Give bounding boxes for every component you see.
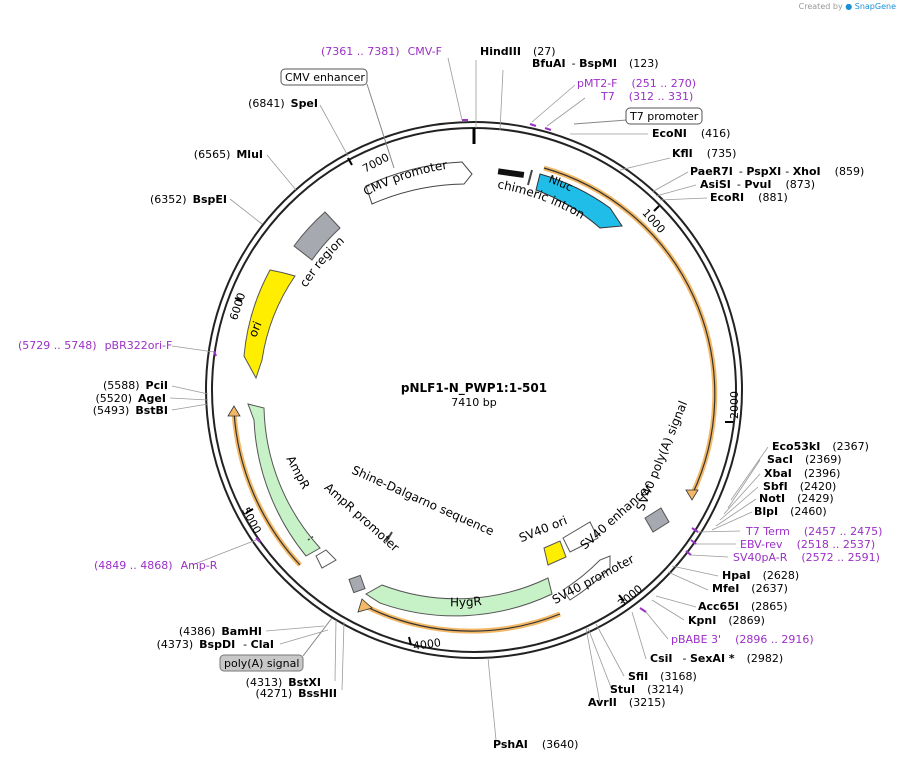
plasmid-name: pNLF1-N_PWP1:1-501 [401, 381, 547, 396]
cmv-enhancer-label: CMV enhancer [285, 71, 365, 84]
primer-pmt2-f: pMT2-F(251 .. 270) [577, 77, 696, 90]
cmv-promoter-arrow [365, 161, 473, 205]
site-stui: StuI(3214) [610, 683, 684, 696]
primer-sv40pa-r: SV40pA-R(2572 .. 2591) [733, 551, 880, 564]
credit-brand: SnapGene [854, 2, 896, 11]
hygr-arrow [365, 577, 553, 617]
t7-promoter-label: T7 promoter [629, 110, 699, 123]
orf-arcs [227, 165, 718, 634]
site-bspdi: (4373)BspDI- ClaI [157, 638, 274, 651]
primer-amp-r: (4849 .. 4868)Amp-R [94, 559, 218, 572]
chimeric-intron-mark [497, 168, 525, 178]
primer-pbabe-3: pBABE 3'(2896 .. 2916) [671, 633, 814, 646]
site-mfei: MfeI(2637) [712, 582, 788, 595]
feature-label-sv40-ori: SV40 ori [517, 513, 569, 545]
site-sfii: SfiI(3168) [628, 670, 697, 683]
site-pcii: (5588)PciI [103, 379, 168, 392]
boxed-labels: CMV enhancer T7 promoter poly(A) signal [219, 68, 703, 672]
primer-ebv-rev: EBV-rev(2518 .. 2537) [740, 538, 875, 551]
backbone [205, 121, 743, 659]
shine-dalgarno-mark [385, 531, 393, 543]
site-xbai: XbaI(2396) [764, 467, 840, 480]
site-pshai: PshAI(3640) [493, 738, 578, 751]
tick-1000: 1000 [639, 206, 667, 236]
site-sbfi: SbfI(2420) [763, 480, 836, 493]
feature-label-hygr: HygR [450, 594, 482, 609]
feature-label-ampr: AmpR [283, 453, 312, 491]
site-bsshii: (4271)BssHII [256, 687, 337, 700]
feature-label-sv40-enhancer: SV40 enhancer [577, 481, 654, 553]
site-bstbi: (5493)BstBI [93, 404, 168, 417]
feature-shapes [243, 161, 670, 617]
site-blpi: BlpI(2460) [754, 505, 827, 518]
site-kfli: KflI(735) [672, 147, 736, 160]
site-saci: SacI(2369) [767, 453, 842, 466]
primer-t7: T7(312 .. 331) [600, 90, 693, 103]
site-paer7i: PaeR7I- PspXI- XhoI(859) [690, 165, 864, 178]
site-asisi: AsiSI- PvuI(873) [700, 178, 815, 191]
feature-label-ori: ori [246, 319, 265, 339]
ampr-arrow [247, 403, 321, 557]
site-spei: (6841)SpeI [248, 97, 318, 110]
site-kpni: KpnI(2869) [688, 614, 765, 627]
sv40-ori-box [543, 540, 567, 566]
site-bfuai: BfuAI- BspMI(123) [532, 57, 659, 70]
ori-arrow [243, 269, 296, 380]
primer-pbr322ori-f: (5729 .. 5748)pBR322ori-F [18, 339, 172, 352]
ampr-promoter-arrow [315, 549, 337, 569]
nluc-arrow [535, 173, 623, 229]
tick-3000: 3000 [615, 582, 645, 610]
restriction-site-labels: HindIII(27) BfuAI- BspMI(123) EcoNI(416)… [93, 45, 869, 751]
site-noti: NotI(2429) [759, 492, 834, 505]
site-csii: CsiI- SexAI *(2982) [650, 652, 783, 665]
tick-7000: 7000 [360, 151, 391, 176]
primer-cmv-f: (7361 .. 7381)CMV-F [321, 45, 442, 58]
site-bspei: (6352)BspEI [150, 193, 227, 206]
sv40-promoter-arrow [562, 555, 611, 601]
site-hindiii: HindIII(27) [480, 45, 556, 58]
site-ecori: EcoRI(881) [710, 191, 788, 204]
sv40-polya-box [644, 507, 670, 533]
site-acc65i: Acc65I(2865) [698, 600, 788, 613]
site-agei: (5520)AgeI [95, 392, 166, 405]
primer-labels: (7361 .. 7381)CMV-F pMT2-F(251 .. 270) T… [18, 45, 882, 646]
credit-prefix: Created by [798, 2, 843, 11]
site-avrii: AvrII(3215) [588, 696, 665, 709]
site-econi: EcoNI(416) [652, 127, 730, 140]
site-mlui: (6565)MluI [194, 148, 263, 161]
tick-2000: 2000 [728, 391, 741, 419]
site-eco53ki: Eco53kI(2367) [772, 440, 869, 453]
snapgene-credit: Created by ● SnapGene [799, 2, 896, 11]
plasmid-size: 7410 bp [451, 396, 496, 409]
site-bamhi: (4386)BamHI [179, 625, 262, 638]
site-hpai: HpaI(2628) [722, 569, 799, 582]
primer-t7-term: T7 Term(2457 .. 2475) [745, 525, 882, 538]
primer-marks [213, 119, 699, 613]
site-bstxi: (4313)BstXI [246, 676, 321, 689]
sv40-enhancer-box [562, 521, 599, 553]
cer-region-box [293, 211, 341, 261]
polya-signal-label: poly(A) signal [224, 657, 299, 670]
tick-4000: 4000 [412, 636, 442, 653]
leader-lines [169, 57, 769, 741]
polya-small-box [348, 574, 366, 594]
snapgene-logo-icon: ● [845, 2, 853, 11]
